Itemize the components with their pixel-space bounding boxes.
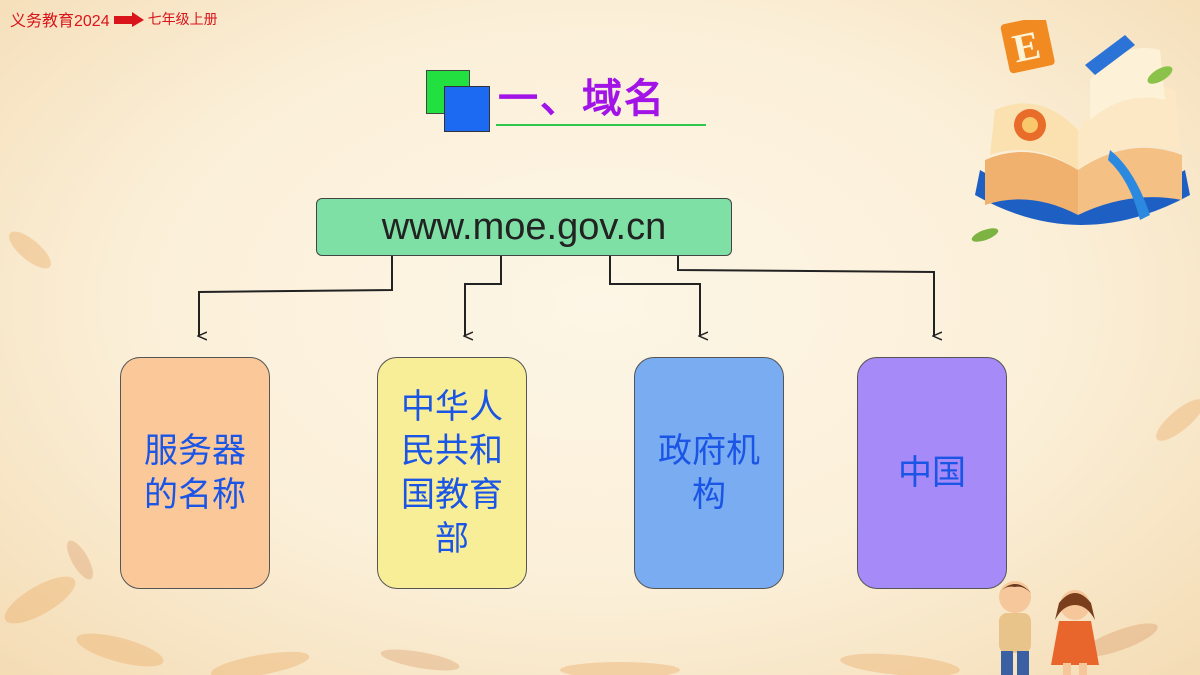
connector-3	[609, 256, 700, 336]
node-server-name: 服务器的名称	[120, 357, 270, 589]
connector-4	[677, 256, 934, 336]
node-government-agency: 政府机构	[634, 357, 784, 589]
domain-box: www.moe.gov.cn	[316, 198, 732, 256]
children-illustration	[999, 581, 1099, 675]
node-ministry-of-education: 中华人民共和国教育部	[377, 357, 527, 589]
header: 义务教育2024 七年级上册	[10, 6, 218, 32]
title-underline	[496, 124, 706, 126]
page-title: 一、域名	[498, 77, 666, 121]
connector-2	[465, 256, 502, 336]
arrow-right-icon	[113, 12, 144, 27]
connector-1	[199, 256, 393, 336]
open-book-illustration: E	[971, 20, 1190, 242]
grade-label: 七年级上册	[147, 11, 218, 27]
node-china: 中国	[857, 357, 1007, 589]
title-block: 一、域名	[426, 66, 716, 132]
blue-square-icon	[444, 86, 490, 132]
series-label: 义务教育2024	[10, 13, 110, 30]
